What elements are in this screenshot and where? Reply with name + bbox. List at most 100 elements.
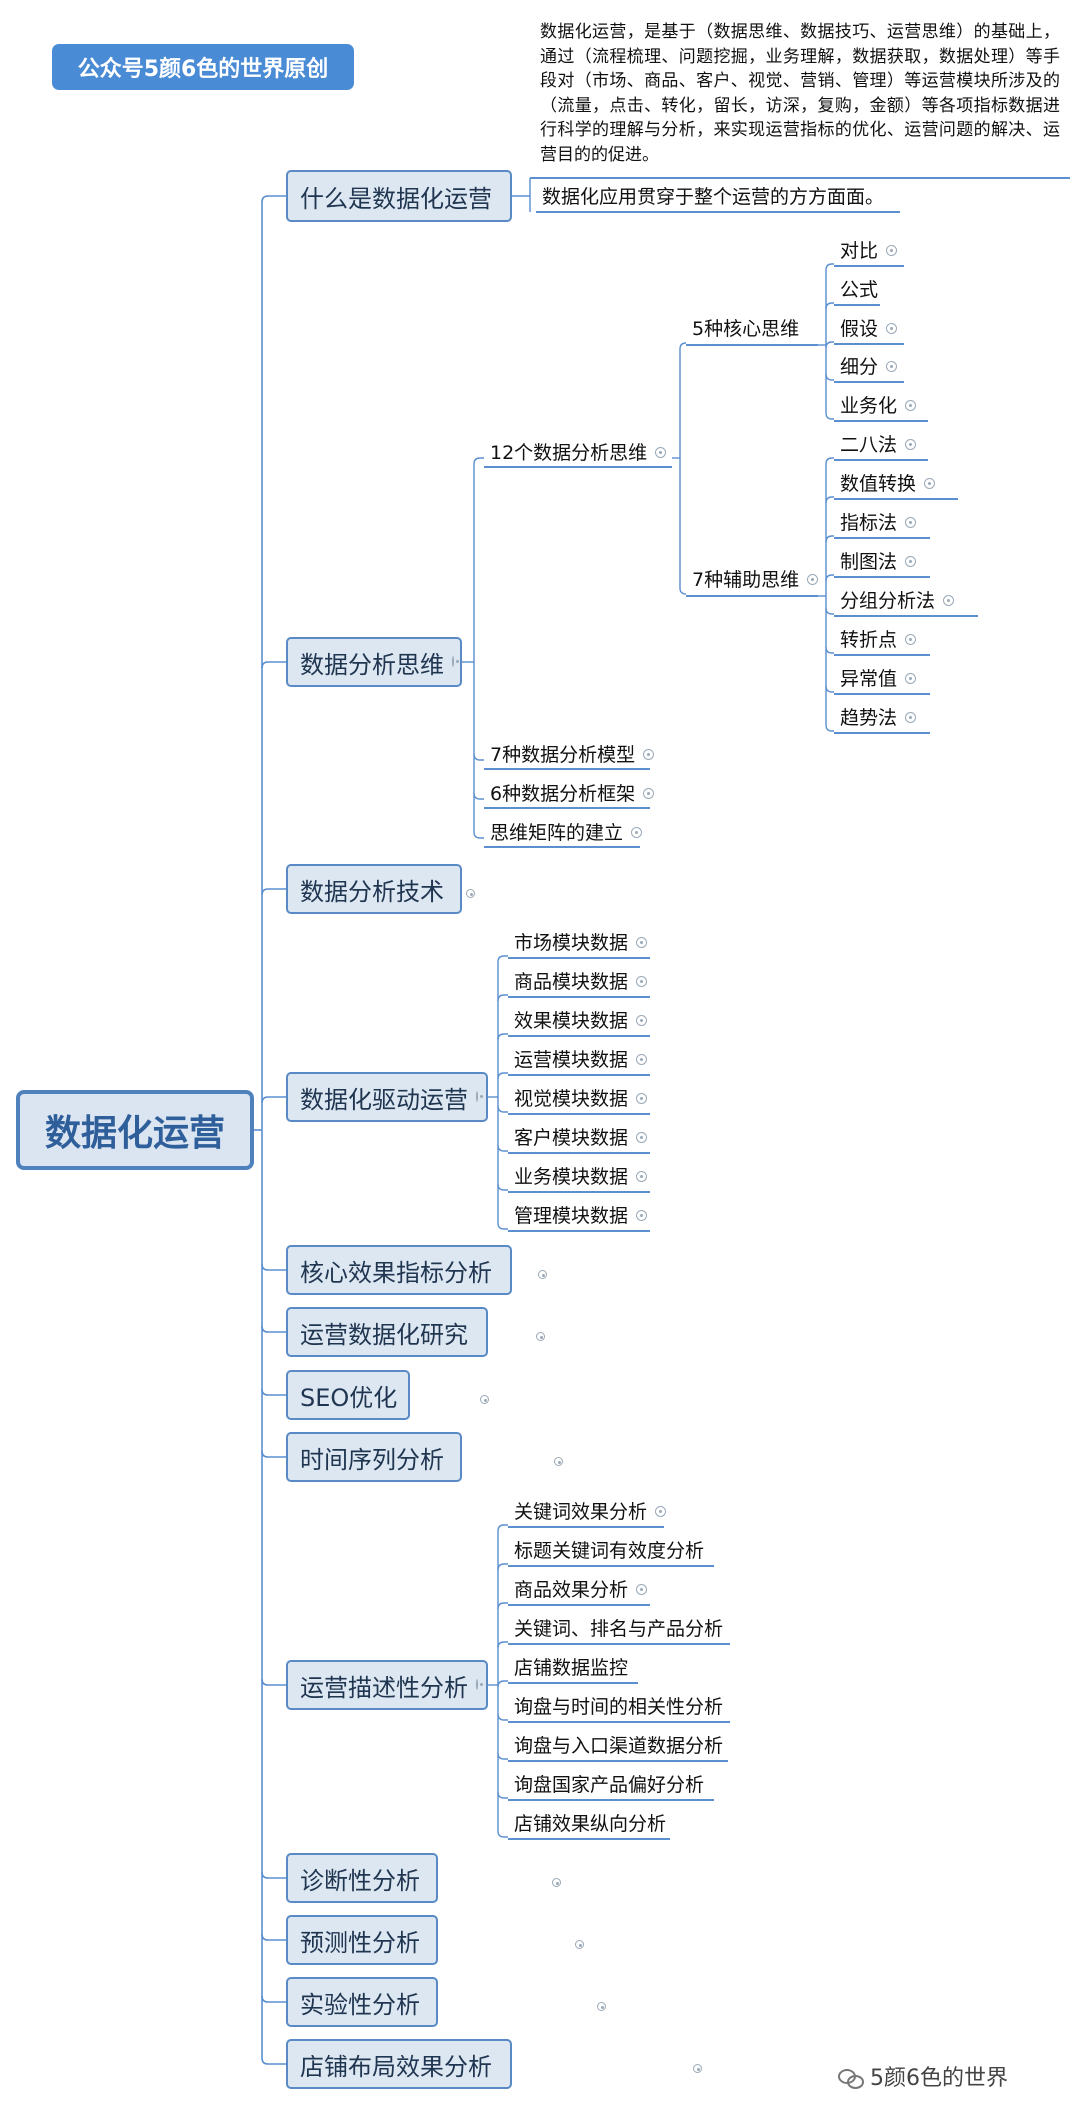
- branch-diagnostic[interactable]: 诊断性分析: [286, 1853, 438, 1903]
- expand-icon[interactable]: [636, 1093, 648, 1104]
- core-item[interactable]: 业务化: [834, 393, 917, 419]
- connector-line: [473, 792, 484, 800]
- expand-icon[interactable]: [905, 712, 917, 723]
- aux-item[interactable]: 分组分析法: [834, 588, 955, 614]
- aux-item[interactable]: 制图法: [834, 549, 917, 575]
- expand-icon[interactable]: [554, 1457, 564, 1466]
- expand-icon[interactable]: [466, 889, 475, 898]
- root-node[interactable]: 数据化运营: [16, 1090, 254, 1170]
- driving-item[interactable]: 商品模块数据: [508, 969, 648, 995]
- branch-thinking[interactable]: 数据分析思维: [286, 637, 462, 687]
- connector-line: [497, 994, 508, 1002]
- expand-icon[interactable]: [538, 1270, 548, 1279]
- expand-icon[interactable]: [636, 976, 648, 987]
- branch-time-series[interactable]: 时间序列分析: [286, 1432, 462, 1482]
- expand-icon[interactable]: [655, 1506, 667, 1517]
- driving-item[interactable]: 效果模块数据: [508, 1008, 648, 1034]
- expand-icon[interactable]: [905, 556, 917, 567]
- descriptive-item[interactable]: 关键词效果分析: [508, 1499, 667, 1525]
- core-item[interactable]: 对比: [834, 238, 898, 264]
- collapse-icon[interactable]: [476, 1090, 483, 1102]
- branch-experimental[interactable]: 实验性分析: [286, 1977, 438, 2027]
- aux-item[interactable]: 趋势法: [834, 705, 917, 731]
- branch-descriptive[interactable]: 运营描述性分析: [286, 1660, 488, 1710]
- expand-icon[interactable]: [536, 1332, 546, 1341]
- branch-predictive[interactable]: 预测性分析: [286, 1915, 438, 1965]
- driving-item[interactable]: 市场模块数据: [508, 930, 648, 956]
- descriptive-item[interactable]: 关键词、排名与产品分析: [514, 1618, 724, 1640]
- expand-icon[interactable]: [886, 323, 898, 334]
- connector-line: [497, 1072, 508, 1080]
- expand-icon[interactable]: [596, 2002, 606, 2011]
- expand-icon[interactable]: [636, 1132, 648, 1143]
- descriptive-item[interactable]: 询盘国家产品偏好分析: [514, 1774, 705, 1796]
- expand-icon[interactable]: [636, 1584, 648, 1595]
- expand-icon[interactable]: [636, 1015, 648, 1026]
- collapse-icon[interactable]: [476, 1678, 483, 1690]
- driving-item[interactable]: 客户模块数据: [508, 1125, 648, 1151]
- connector-line: [497, 1602, 508, 1610]
- collapse-icon[interactable]: [452, 655, 459, 667]
- expand-icon[interactable]: [636, 1054, 648, 1065]
- node-models[interactable]: 7种数据分析模型: [484, 742, 655, 768]
- expand-icon[interactable]: [552, 1878, 562, 1887]
- expand-icon[interactable]: [643, 788, 655, 799]
- aux-item[interactable]: 指标法: [834, 510, 917, 536]
- expand-icon[interactable]: [643, 749, 655, 760]
- descriptive-item[interactable]: 店铺效果纵向分析: [514, 1813, 667, 1835]
- branch-driving[interactable]: 数据化驱动运营: [286, 1072, 488, 1122]
- aux-item[interactable]: 二八法: [834, 432, 917, 458]
- core-item[interactable]: 假设: [834, 316, 898, 342]
- expand-icon[interactable]: [886, 245, 898, 256]
- descriptive-item[interactable]: 店铺数据监控: [514, 1657, 629, 1679]
- expand-icon[interactable]: [905, 439, 917, 450]
- expand-icon[interactable]: [692, 2064, 702, 2073]
- connector-line: [261, 1678, 286, 1686]
- collapse-icon[interactable]: [807, 574, 819, 585]
- node-frameworks[interactable]: 6种数据分析框架: [484, 781, 655, 807]
- expand-icon[interactable]: [943, 595, 955, 606]
- expand-icon[interactable]: [905, 400, 917, 411]
- driving-item[interactable]: 管理模块数据: [508, 1203, 648, 1229]
- node-core-thinking[interactable]: 5种核心思维: [692, 318, 800, 340]
- connector-line: [825, 263, 834, 271]
- branch-store-layout[interactable]: 店铺布局效果分析: [286, 2039, 512, 2089]
- collapse-icon[interactable]: [655, 447, 667, 458]
- node-12-thinking[interactable]: 12个数据分析思维: [484, 440, 667, 466]
- expand-icon[interactable]: [636, 1171, 648, 1182]
- expand-icon[interactable]: [480, 1395, 490, 1404]
- node-matrix[interactable]: 思维矩阵的建立: [484, 820, 643, 846]
- driving-item[interactable]: 视觉模块数据: [508, 1086, 648, 1112]
- branch-core-kpi[interactable]: 核心效果指标分析: [286, 1245, 512, 1295]
- connector-line: [825, 373, 834, 381]
- aux-item[interactable]: 转折点: [834, 627, 917, 653]
- branch-technique[interactable]: 数据分析技术: [286, 864, 462, 914]
- branch-research[interactable]: 运营数据化研究: [286, 1307, 488, 1357]
- expand-icon[interactable]: [905, 673, 917, 684]
- branch-seo[interactable]: SEO优化: [286, 1370, 410, 1420]
- descriptive-item[interactable]: 询盘与入口渠道数据分析: [514, 1735, 724, 1757]
- descriptive-item[interactable]: 询盘与时间的相关性分析: [514, 1696, 724, 1718]
- expand-icon[interactable]: [636, 1210, 648, 1221]
- descriptive-item[interactable]: 商品效果分析: [508, 1577, 648, 1603]
- expand-icon[interactable]: [636, 937, 648, 948]
- expand-icon[interactable]: [886, 361, 898, 372]
- core-item[interactable]: 细分: [834, 354, 898, 380]
- driving-item[interactable]: 业务模块数据: [508, 1164, 648, 1190]
- core-item[interactable]: 公式: [840, 279, 879, 301]
- node-aux-thinking[interactable]: 7种辅助思维: [686, 567, 819, 593]
- connector-line: [679, 342, 687, 350]
- expand-icon[interactable]: [631, 827, 643, 838]
- driving-item[interactable]: 运营模块数据: [508, 1047, 648, 1073]
- expand-icon[interactable]: [924, 478, 936, 489]
- watermark: 5颜6色的世界: [838, 2060, 1008, 2092]
- aux-item[interactable]: 异常值: [834, 666, 917, 692]
- aux-item[interactable]: 数值转换: [834, 471, 936, 497]
- expand-icon[interactable]: [905, 517, 917, 528]
- connector-line: [825, 646, 834, 654]
- author-badge: 公众号5颜6色的世界原创: [52, 44, 354, 90]
- expand-icon[interactable]: [905, 634, 917, 645]
- descriptive-item[interactable]: 标题关键词有效度分析: [514, 1540, 705, 1562]
- expand-icon[interactable]: [574, 1940, 584, 1949]
- branch-what-is[interactable]: 什么是数据化运营: [286, 170, 512, 222]
